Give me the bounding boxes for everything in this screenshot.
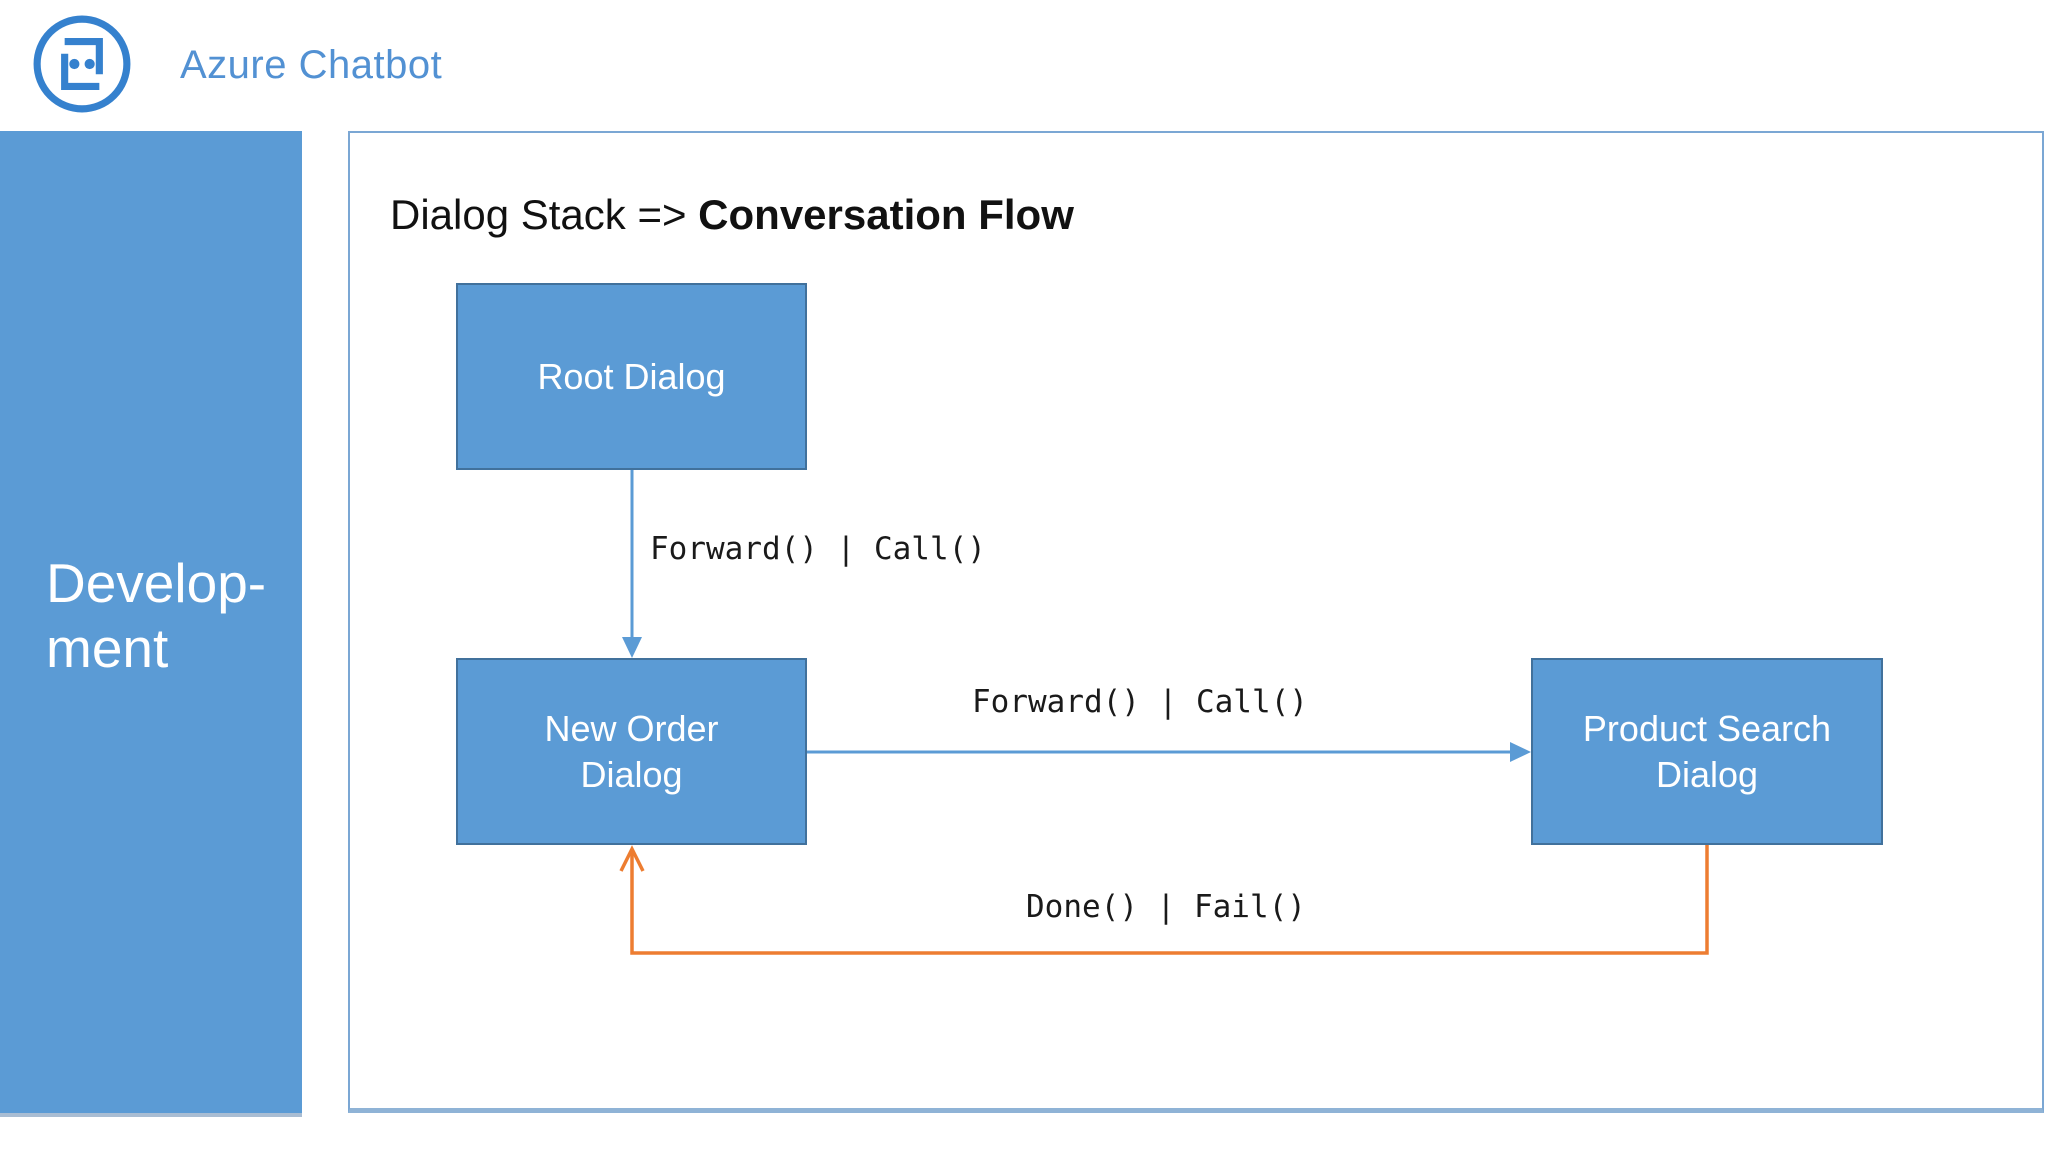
edge-new-order-to-product-search [807,742,1531,762]
node-root-dialog-label: Root Dialog [537,355,726,397]
brand-title: Azure Chatbot [180,43,443,87]
sidebar-label-line1: Develop- [46,552,267,614]
content-panel: Dialog Stack => Conversation Flow Root D… [348,131,2044,1113]
node-product-search-dialog: Product Search Dialog [1531,658,1883,845]
bot-face-icon [33,15,131,113]
node-root-dialog: Root Dialog [456,283,807,470]
edge-label-forward-call-1: Forward() | Call() [650,531,986,567]
sidebar-label-line2: ment [46,617,169,679]
diagram-title-emphasis: Conversation Flow [698,191,1074,238]
edge-label-forward-call-2: Forward() | Call() [972,684,1308,720]
edge-label-done-fail: Done() | Fail() [1026,889,1306,925]
sidebar-section-label: Develop- ment [46,551,266,681]
edge-root-to-new-order [622,470,642,658]
header-bar: Azure Chatbot [0,0,2048,131]
diagram-title: Dialog Stack => Conversation Flow [390,191,1074,239]
sidebar-development: Develop- ment [0,131,302,1117]
node-new-order-dialog: New Order Dialog [456,658,807,845]
node-product-search-dialog-label: Product Search Dialog [1582,707,1832,795]
node-new-order-dialog-label: New Order Dialog [544,707,719,795]
diagram-title-prefix: Dialog Stack => [390,191,699,238]
connector-arrows [619,470,1709,955]
